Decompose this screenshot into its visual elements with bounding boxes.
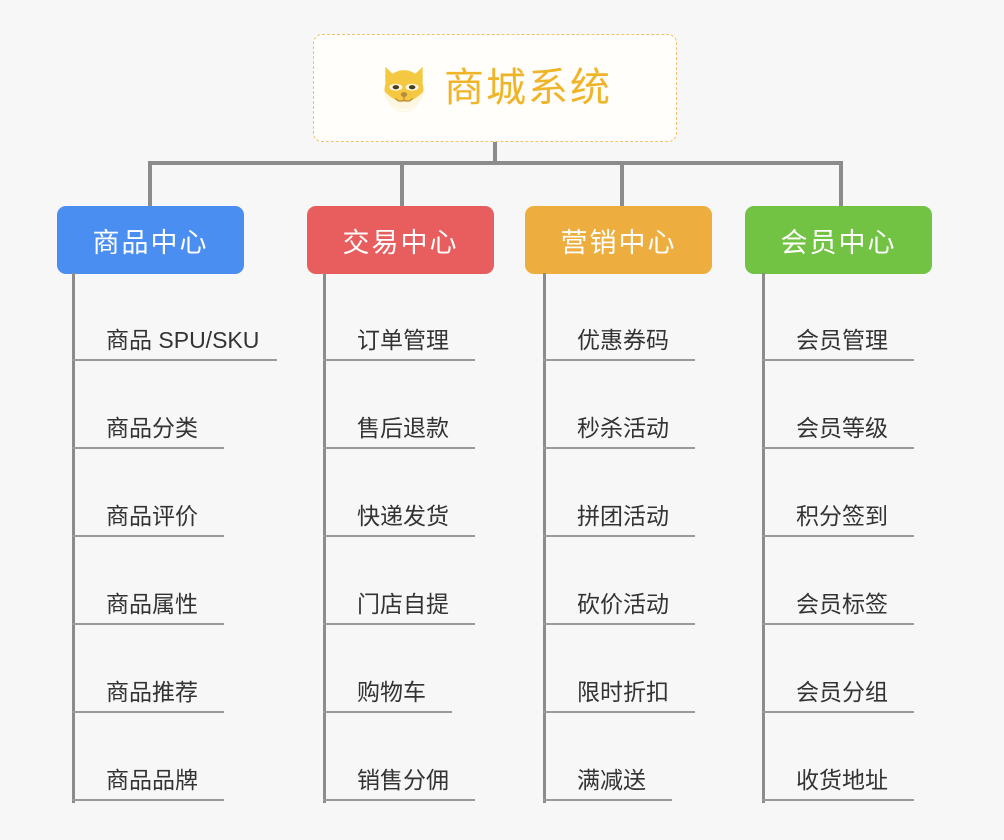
leaf-item[interactable]: 快递发货: [323, 449, 475, 537]
leaf-item-label: 会员分组: [796, 679, 888, 705]
connector-horizontal-bus: [148, 161, 843, 165]
leaf-item[interactable]: 会员等级: [762, 361, 914, 449]
leaf-item[interactable]: 秒杀活动: [543, 361, 695, 449]
leaf-item-label: 门店自提: [357, 591, 449, 617]
leaf-item-label: 满减送: [577, 767, 646, 793]
shiba-dog-icon: [384, 66, 424, 113]
leaf-item[interactable]: 砍价活动: [543, 537, 695, 625]
branch-header-marketing-center[interactable]: 营销中心: [525, 206, 712, 274]
leaf-item[interactable]: 会员管理: [762, 273, 914, 361]
connector-root-stem: [493, 142, 497, 165]
leaf-item-label: 收货地址: [796, 767, 888, 793]
leaf-item[interactable]: 会员标签: [762, 537, 914, 625]
leaf-item[interactable]: 商品推荐: [72, 625, 224, 713]
leaf-item-label: 会员标签: [796, 591, 888, 617]
leaf-item-label: 订单管理: [357, 327, 449, 353]
leaf-item-label: 砍价活动: [577, 591, 669, 617]
leaf-item-label: 会员管理: [796, 327, 888, 353]
connector-drop-2: [400, 161, 404, 206]
leaf-item-label: 购物车: [357, 679, 426, 705]
root-node-shopping-mall-system[interactable]: 商城系统: [313, 34, 677, 142]
leaf-item-label: 秒杀活动: [577, 415, 669, 441]
leaf-item[interactable]: 购物车: [323, 625, 452, 713]
leaf-item[interactable]: 商品评价: [72, 449, 224, 537]
leaf-item[interactable]: 商品 SPU/SKU: [72, 273, 277, 361]
leaf-item-label: 商品分类: [106, 415, 198, 441]
leaf-item-label: 快递发货: [357, 503, 449, 529]
branch-header-member-center[interactable]: 会员中心: [745, 206, 932, 274]
column-spine: [72, 273, 75, 803]
leaf-item-label: 会员等级: [796, 415, 888, 441]
leaf-item[interactable]: 商品属性: [72, 537, 224, 625]
leaf-item-label: 商品品牌: [106, 767, 198, 793]
leaf-item-label: 商品评价: [106, 503, 198, 529]
branch-header-label: 营销中心: [560, 227, 677, 258]
connector-drop-4: [839, 161, 843, 206]
connector-drop-1: [148, 161, 152, 206]
branch-header-product-center[interactable]: 商品中心: [57, 206, 244, 274]
leaf-item[interactable]: 销售分佣: [323, 713, 475, 801]
branch-header-label: 交易中心: [342, 227, 459, 258]
leaf-item-label: 限时折扣: [577, 679, 669, 705]
leaf-item-label: 商品推荐: [106, 679, 198, 705]
column-spine: [323, 273, 326, 803]
leaf-item[interactable]: 拼团活动: [543, 449, 695, 537]
leaf-item[interactable]: 订单管理: [323, 273, 475, 361]
leaf-item-label: 售后退款: [357, 415, 449, 441]
leaf-item-label: 商品属性: [106, 591, 198, 617]
column-spine: [543, 273, 546, 803]
leaf-item[interactable]: 满减送: [543, 713, 672, 801]
leaf-item[interactable]: 商品品牌: [72, 713, 224, 801]
root-node-label: 商城系统: [444, 66, 612, 110]
leaf-item[interactable]: 收货地址: [762, 713, 914, 801]
column-spine: [762, 273, 765, 803]
leaf-item-label: 销售分佣: [357, 767, 449, 793]
leaf-item[interactable]: 门店自提: [323, 537, 475, 625]
leaf-item-label: 优惠券码: [577, 327, 669, 353]
branch-header-label: 商品中心: [92, 227, 209, 258]
leaf-item[interactable]: 积分签到: [762, 449, 914, 537]
connector-drop-3: [620, 161, 624, 206]
leaf-item-label: 商品 SPU/SKU: [106, 327, 260, 353]
leaf-item[interactable]: 商品分类: [72, 361, 224, 449]
branch-header-label: 会员中心: [780, 227, 897, 258]
leaf-item[interactable]: 优惠券码: [543, 273, 695, 361]
branch-header-trade-center[interactable]: 交易中心: [307, 206, 494, 274]
leaf-item[interactable]: 会员分组: [762, 625, 914, 713]
leaf-item-label: 积分签到: [796, 503, 888, 529]
leaf-item[interactable]: 限时折扣: [543, 625, 695, 713]
leaf-item-label: 拼团活动: [577, 503, 669, 529]
leaf-item[interactable]: 售后退款: [323, 361, 475, 449]
